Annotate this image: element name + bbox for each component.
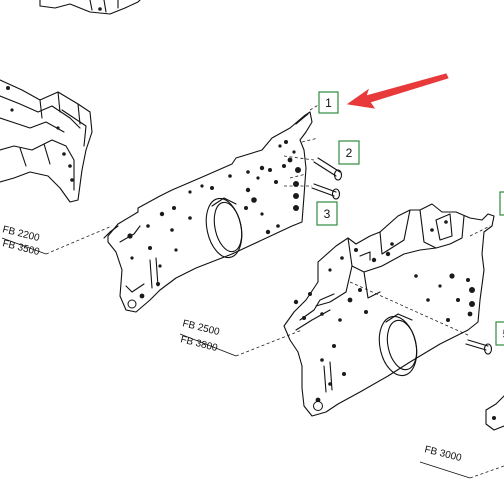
fb-label-left: FB 2200 FB 3500 <box>1 224 113 258</box>
bolt-set-upper <box>283 103 343 200</box>
callout-2: 2 <box>338 140 360 165</box>
callout-4: 4 <box>499 191 504 216</box>
top-frame-fragment <box>39 0 141 15</box>
left-frame-assembly <box>0 79 93 203</box>
callout-3: 3 <box>316 201 338 226</box>
callout-1: 1 <box>318 91 339 114</box>
fb-label-bottom: FB 3000 <box>419 444 504 479</box>
bolt-set-lower <box>349 225 493 355</box>
callout-3-label: 3 <box>324 207 331 221</box>
main-plate-left <box>103 111 313 313</box>
callout-1-label: 1 <box>325 96 332 110</box>
fb-label-3800: FB 3800 <box>179 334 219 354</box>
red-pointer-arrow <box>346 73 449 109</box>
callout-5-label: 5 <box>503 327 504 341</box>
callout-2-label: 2 <box>346 146 353 160</box>
main-plate-right <box>283 203 495 417</box>
callout-5: 5 <box>495 321 504 346</box>
bottom-right-fragment <box>485 395 504 431</box>
fb-label-middle: FB 2500 FB 3800 <box>179 318 303 357</box>
fb-label-3000: FB 3000 <box>423 444 463 464</box>
